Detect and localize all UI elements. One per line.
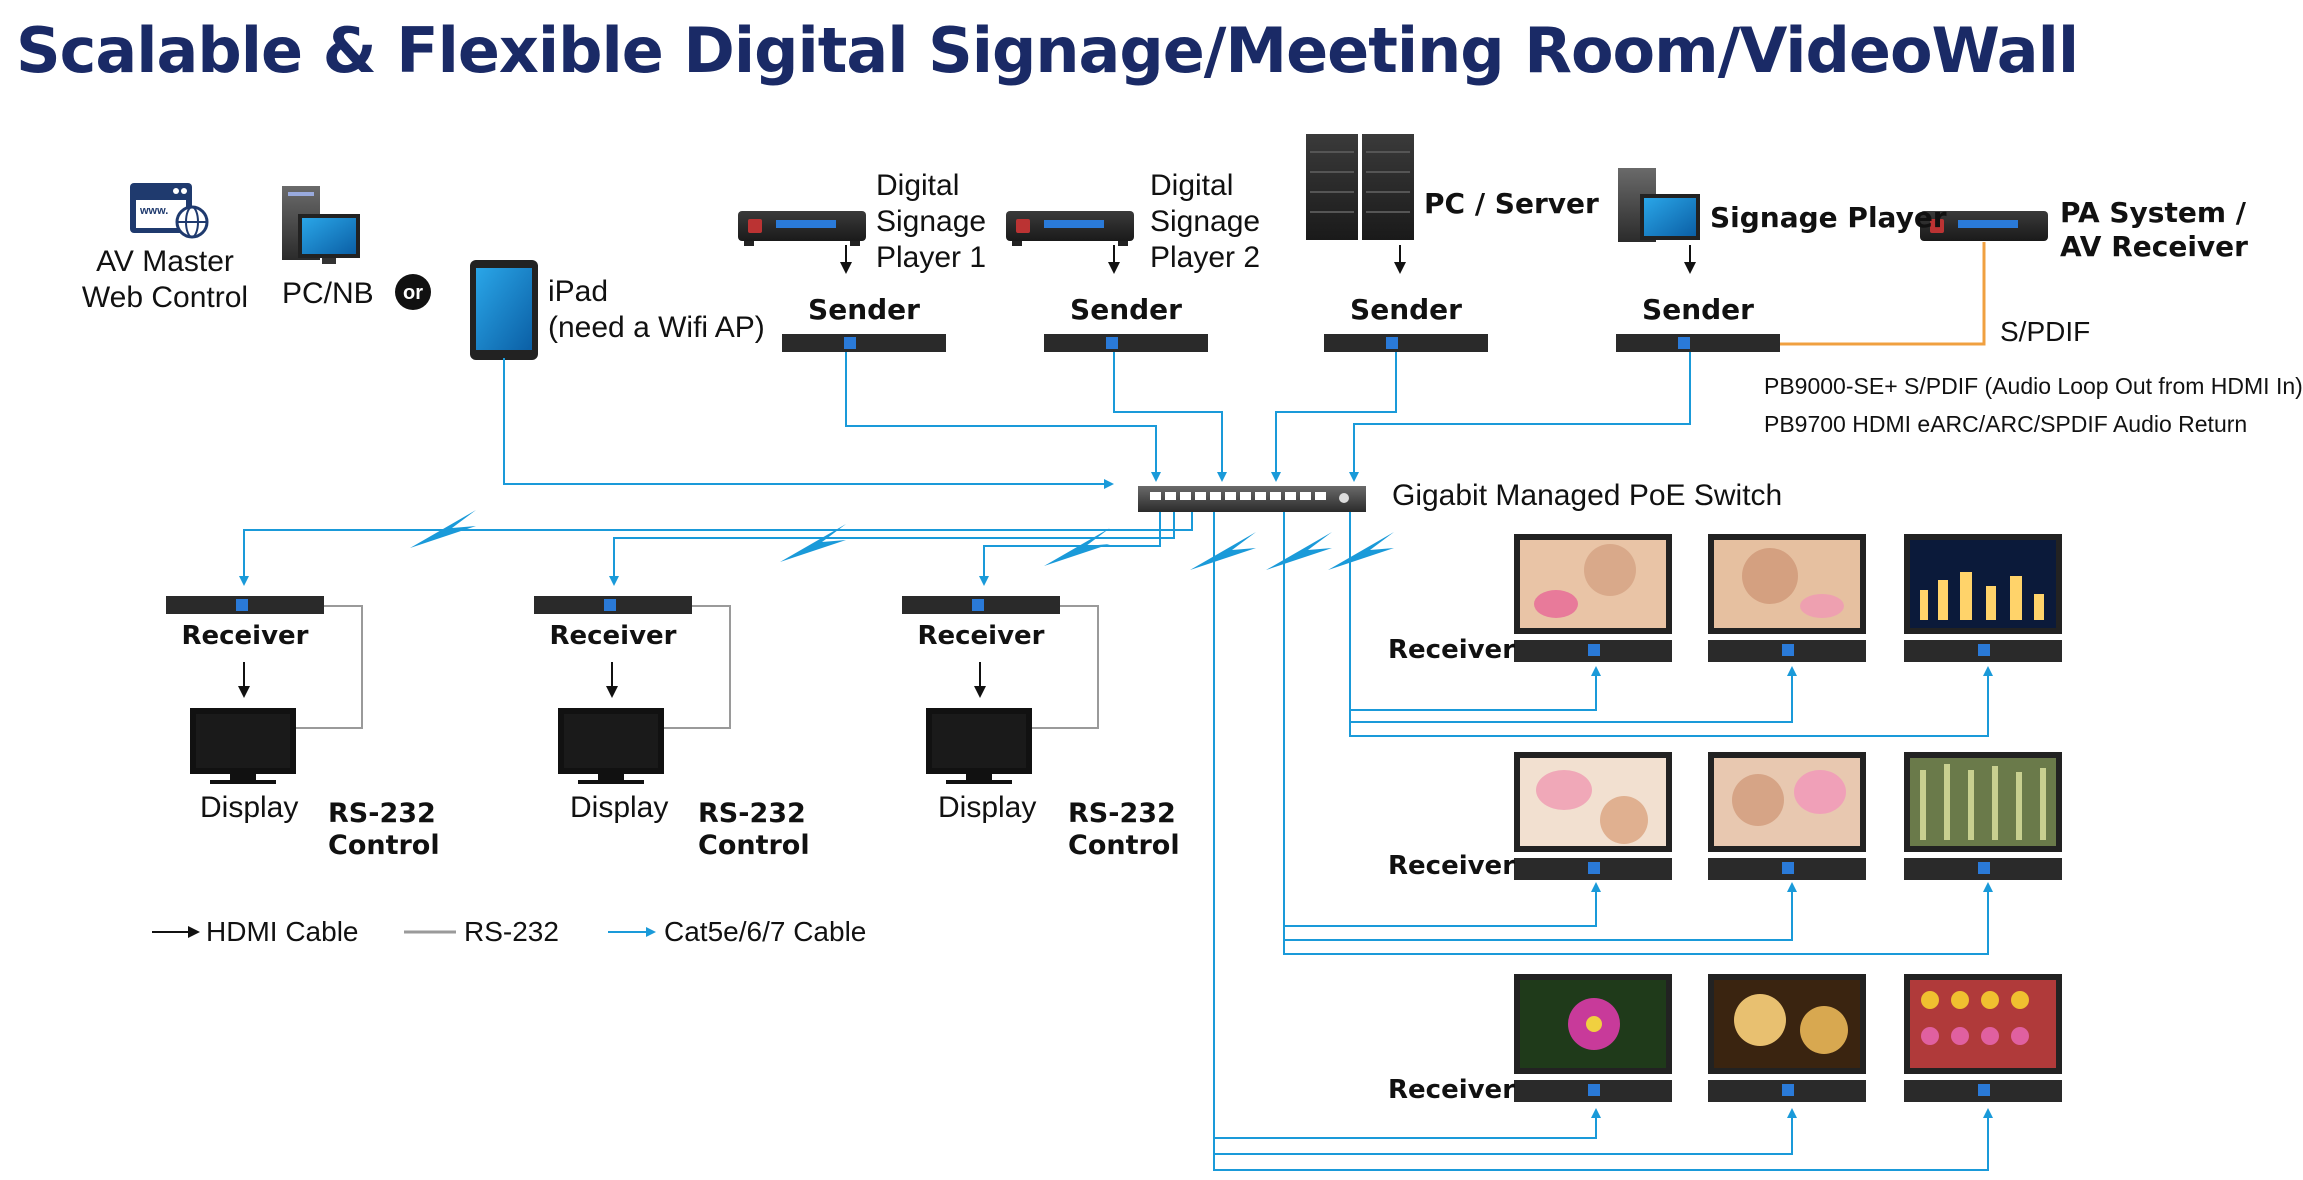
note-line2: PB9700 HDMI eARC/ARC/SPDIF Audio Return xyxy=(1764,411,2248,437)
pa-line1: PA System / xyxy=(2060,196,2246,229)
photo-screen-icon xyxy=(1708,974,1866,1102)
player1-line3: Player 1 xyxy=(876,241,987,274)
spdif-label: S/PDIF xyxy=(2000,316,2091,347)
photo-screen-icon xyxy=(1514,974,1672,1102)
note-line1: PB9000-SE+ S/PDIF (Audio Loop Out from H… xyxy=(1764,373,2303,399)
player1-line2: Signage xyxy=(876,205,987,238)
pa-line2: AV Receiver xyxy=(2060,230,2248,263)
photo-screen-icon xyxy=(1904,752,2062,880)
photo-screen-icon xyxy=(1708,752,1866,880)
network-switch-icon xyxy=(1138,486,1366,512)
legend-hdmi: HDMI Cable xyxy=(206,916,359,947)
rs232-line1: RS-232 xyxy=(1068,798,1176,829)
or-badge xyxy=(395,274,431,310)
media-player-icon xyxy=(1920,211,2048,241)
legend-cat5: Cat5e/6/7 Cable xyxy=(664,916,867,947)
rs232-line1: RS-232 xyxy=(328,798,436,829)
cat5-lines-left xyxy=(239,512,1193,586)
receiver-label-left-3: Receiver xyxy=(917,621,1045,651)
left-receiver-group-3 xyxy=(902,596,1099,784)
photo-screen-icon xyxy=(1514,752,1672,880)
svg-text:www.: www. xyxy=(139,205,168,217)
ipad-line2: (need a Wifi AP) xyxy=(548,311,765,344)
display-label-3: Display xyxy=(938,791,1037,824)
pc-server-label: PC / Server xyxy=(1424,187,1599,220)
photo-screen-icon xyxy=(1514,534,1672,662)
av-master-line1: AV Master xyxy=(96,245,234,278)
pc-monitor-icon xyxy=(282,186,360,264)
ipad-label: iPad (need a Wifi AP) xyxy=(548,274,765,346)
ipad-line1: iPad xyxy=(548,275,609,308)
left-receiver-group-2 xyxy=(534,596,731,784)
legend-rs232: RS-232 xyxy=(464,916,559,947)
receiver-label-wall-2: Receiver xyxy=(1388,851,1516,881)
av-master-line2: Web Control xyxy=(81,281,249,314)
media-player-icon xyxy=(738,211,866,246)
server-tower-icon xyxy=(1306,134,1414,240)
pc-nb-label: PC/NB xyxy=(282,277,374,310)
signage-player-label: Signage Player xyxy=(1710,201,1947,234)
page-title: Scalable & Flexible Digital Signage/Meet… xyxy=(16,14,2079,87)
sender-box xyxy=(1044,334,1208,352)
tablet-icon xyxy=(470,260,538,360)
player2-line1: Digital xyxy=(1150,169,1234,202)
receiver-label-left-2: Receiver xyxy=(549,621,677,651)
sender-label-2: Sender xyxy=(1070,293,1182,326)
receiver-label-wall-3: Receiver xyxy=(1388,1075,1516,1105)
photo-screen-icon xyxy=(1904,974,2062,1102)
player1-label: Digital Signage Player 1 xyxy=(876,168,986,276)
display-label-1: Display xyxy=(200,791,299,824)
sender-label-3: Sender xyxy=(1350,293,1462,326)
rs232-line2: Control xyxy=(698,830,810,861)
rs232-line2: Control xyxy=(328,830,440,861)
rs232-line1: RS-232 xyxy=(698,798,806,829)
sender-box xyxy=(1324,334,1488,352)
spdif-line xyxy=(1780,242,1986,346)
player2-line3: Player 2 xyxy=(1150,241,1261,274)
wireless-bolt-icon xyxy=(410,510,1394,570)
web-browser-icon: www. xyxy=(130,183,209,239)
rs232-line2: Control xyxy=(1068,830,1180,861)
sender-box xyxy=(1616,334,1780,352)
receiver-label-left-1: Receiver xyxy=(181,621,309,651)
receiver-label-wall-1: Receiver xyxy=(1388,635,1516,665)
sender-box xyxy=(782,334,946,352)
sender-label-4: Sender xyxy=(1642,293,1754,326)
player1-line1: Digital xyxy=(876,169,960,202)
or-label: or xyxy=(403,282,423,304)
cat5-lines-upper xyxy=(503,352,1691,489)
switch-label: Gigabit Managed PoE Switch xyxy=(1392,479,1783,512)
player2-label: Digital Signage Player 2 xyxy=(1150,168,1260,276)
media-player-icon xyxy=(1006,211,1134,246)
signage-player-icon xyxy=(1618,168,1700,242)
photo-screen-icon xyxy=(1708,534,1866,662)
pa-system-label: PA System / AV Receiver xyxy=(2060,196,2248,264)
photo-screen-icon xyxy=(1904,534,2062,662)
player2-line2: Signage xyxy=(1150,205,1261,238)
rs232-control-label-3: RS-232 Control xyxy=(1068,798,1180,862)
av-master-label: AV Master Web Control xyxy=(80,244,250,316)
display-label-2: Display xyxy=(570,791,669,824)
cat5-lines-wall xyxy=(1213,512,1993,1171)
rs232-control-label-2: RS-232 Control xyxy=(698,798,810,862)
left-receiver-group-1 xyxy=(166,596,363,784)
sender-label-1: Sender xyxy=(808,293,920,326)
rs232-control-label-1: RS-232 Control xyxy=(328,798,440,862)
